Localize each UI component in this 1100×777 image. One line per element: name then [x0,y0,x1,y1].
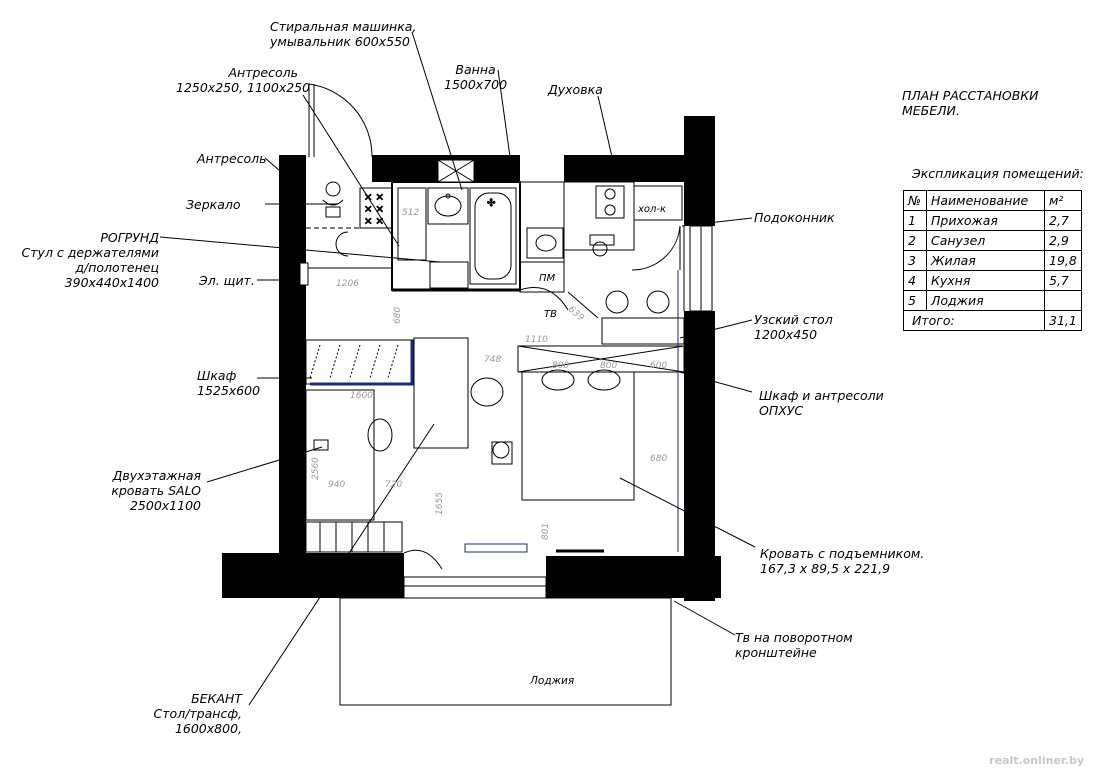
living [305,270,685,570]
fridge-tag: хол-к [637,204,666,215]
bekant-label: БЕКАНТ Стол/трансф, 1600х800, [153,691,242,736]
table-row: 3 Жилая 19,8 [903,250,1082,271]
bathroom: ✣ × × × × × × [359,159,521,292]
svg-text:× ×: × × [364,204,384,215]
mezzanine-top-label: Антресоль 1250х250, 1100х250 [176,65,311,95]
row-area [1044,290,1082,311]
row-area: 2,9 [1044,230,1082,251]
tv-bracket-label: Тв на поворотном кронштейне [735,630,853,660]
panel-label: Эл. щит. [199,273,255,288]
sill-label: Подоконник [754,210,835,225]
total-label: Итого: [903,310,1045,331]
dim-text: 1206 [336,279,359,289]
dim-text: 801 [541,523,551,540]
dim-text: 1655 [435,492,445,515]
loggia [339,576,672,706]
explication-title: Экспликация помещений: [912,166,1084,181]
bunk-bed-label: Двухэтажная кровать SALO 2500х1100 [111,468,201,513]
hallway [299,181,392,286]
row-name: Лоджия [926,290,1045,311]
header-name: Наименование [926,190,1045,211]
dim-text: 1600 [350,391,373,401]
dishwasher-tag: ПМ [539,273,556,284]
row-area: 19,8 [1044,250,1082,271]
loggia-label: Лоджия [530,675,575,687]
cabinet-label: Шкаф и антресоли ОПХУС [759,388,884,418]
table-row: 1 Прихожая 2,7 [903,210,1082,231]
dim-text: 600 [650,361,667,371]
wardrobe-label: Шкаф 1525х600 [197,368,261,398]
dim-text: 512 [402,208,419,218]
walls [222,116,721,601]
table-total-row: Итого: 31,1 [903,310,1082,331]
dim-text: 639 [566,305,586,324]
svg-text:× ×: × × [364,192,384,203]
plan-title: ПЛАН РАССТАНОВКИ МЕБЕЛИ. [902,88,1039,118]
explication-table: № Наименование м² 1 Прихожая 2,7 2 Сануз… [903,190,1082,331]
table-row: 2 Санузел 2,9 [903,230,1082,251]
dim-text: 680 [393,307,403,324]
header-number: № [903,190,927,211]
dim-text: 720 [385,480,402,490]
svg-text:× ×: × × [364,216,384,227]
washer-label: Стиральная машинка, умывальник 600х550 [270,19,417,49]
leader-lines [159,31,756,706]
dimensions: 1206 680 748 1110 639 1600 800 800 600 6… [311,208,667,540]
bath-label: Ванна 1500х700 [444,62,508,92]
svg-text:✣: ✣ [487,198,495,209]
table-row: 5 Лоджия [903,290,1082,311]
row-number: 1 [903,210,927,231]
row-name: Прихожая [926,210,1045,231]
total-value: 31,1 [1044,310,1082,331]
oven-label: Духовка [548,82,603,97]
row-number: 3 [903,250,927,271]
kitchen [519,181,685,345]
table-header: № Наименование м² [903,190,1082,211]
watermark: realt.onliner.by [989,754,1084,767]
dim-text: 800 [552,361,569,371]
dim-text: 800 [600,361,617,371]
row-number: 5 [903,290,927,311]
mezzanine-label: Антресоль [197,151,267,166]
right-window [683,225,713,312]
narrow-table-label: Узский стол 1200х450 [754,312,833,342]
tv-tag: ТВ [544,309,557,320]
row-name: Санузел [926,230,1045,251]
header-area: м² [1044,190,1082,211]
row-number: 4 [903,270,927,291]
row-number: 2 [903,230,927,251]
lift-bed-label: Кровать с подъемником. 167,3 х 89,5 х 22… [760,546,925,576]
row-area: 2,7 [1044,210,1082,231]
dim-text: 680 [650,454,667,464]
rogrund-label: РОГРУНД Стул с держателями д/полотенец 3… [21,230,159,290]
dim-text: 1110 [525,335,548,345]
row-area: 5,7 [1044,270,1082,291]
table-row: 4 Кухня 5,7 [903,270,1082,291]
entrance-door [308,83,373,158]
dim-text: 940 [328,480,345,490]
mirror-label: Зеркало [186,197,241,212]
row-name: Кухня [926,270,1045,291]
dim-text: 2560 [311,457,321,480]
dim-text: 748 [484,355,501,365]
row-name: Жилая [926,250,1045,271]
